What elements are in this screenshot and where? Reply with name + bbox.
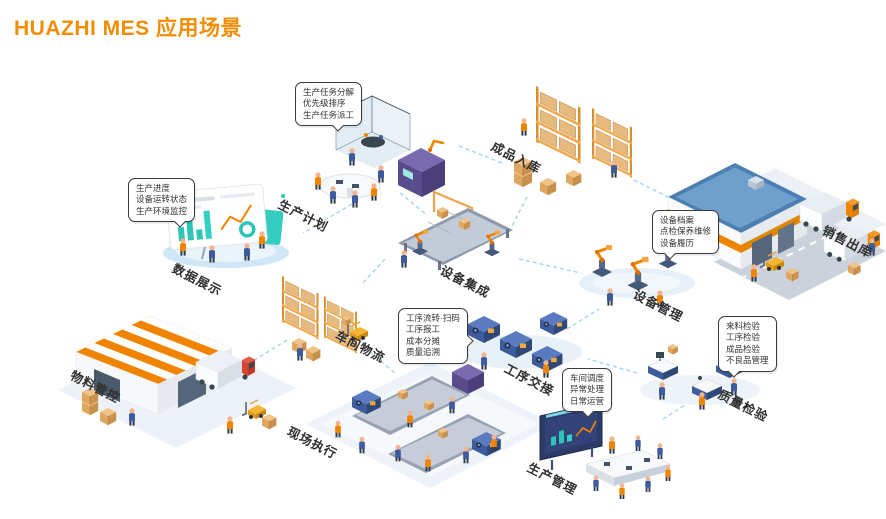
scene-production-planning bbox=[315, 95, 411, 208]
bubble-line: 来料检验 bbox=[726, 321, 761, 331]
scene-equipment-management bbox=[579, 237, 695, 308]
bubble-production-planning: 生产任务分解 优先级排序 生产任务派工 bbox=[295, 82, 363, 132]
bubble-line: 不良品管理 bbox=[726, 355, 769, 366]
page-title: HUAZHI MES 应用场景 bbox=[14, 17, 242, 40]
bubble-line: 点检保养维修 bbox=[660, 226, 712, 237]
bubble-line: 设备档案 bbox=[660, 215, 695, 225]
bubble-line: 质量追溯 bbox=[406, 347, 441, 358]
bubble-line: 日常运营 bbox=[570, 395, 605, 406]
bubble-line: 优先级排序 bbox=[303, 98, 346, 109]
bubble-equipment-management: 设备档案 点检保养维修 设备履历 bbox=[652, 210, 720, 260]
bubble-line: 生产环境监控 bbox=[136, 205, 188, 216]
meeting-screen bbox=[539, 401, 603, 470]
bubble-line: 工序报工 bbox=[406, 324, 441, 335]
bubble-line: 生产任务派工 bbox=[303, 109, 355, 120]
scene-finished-goods-inbound bbox=[513, 85, 633, 196]
bubble-line: 设备履历 bbox=[660, 237, 695, 248]
scene-production-management bbox=[539, 401, 672, 500]
bubble-line: 生产任务分解 bbox=[303, 87, 355, 97]
bubble-line: 成品检验 bbox=[726, 343, 761, 354]
scene-sales-outbound bbox=[660, 163, 886, 300]
bubble-line: 车间调度 bbox=[570, 373, 605, 383]
scene-process-handover bbox=[458, 312, 582, 378]
bubble-production-management: 车间调度 异常处理 日常运营 bbox=[562, 368, 613, 418]
bubble-line: 生产进度 bbox=[136, 183, 171, 193]
bubble-line: 设备运转状态 bbox=[136, 194, 188, 205]
bubble-line: 异常处理 bbox=[570, 384, 605, 395]
bubble-process-handover: 工序流转·扫码 工序报工 成本分摊 质量追溯 bbox=[398, 308, 474, 364]
bubble-line: 成本分摊 bbox=[406, 335, 441, 346]
bubble-data-display: 生产进度 设备运转状态 生产环境监控 bbox=[128, 178, 196, 228]
bubble-line: 工序检验 bbox=[726, 332, 761, 343]
scene-equipment-integration bbox=[398, 139, 513, 270]
scene-material-control bbox=[58, 316, 296, 448]
bubble-quality-inspection: 来料检验 工序检验 成品检验 不良品管理 bbox=[718, 316, 777, 378]
bubble-line: 工序流转·扫码 bbox=[406, 313, 460, 323]
dashed-connectors bbox=[252, 145, 689, 420]
scene-shopfloor-execution bbox=[306, 362, 554, 488]
